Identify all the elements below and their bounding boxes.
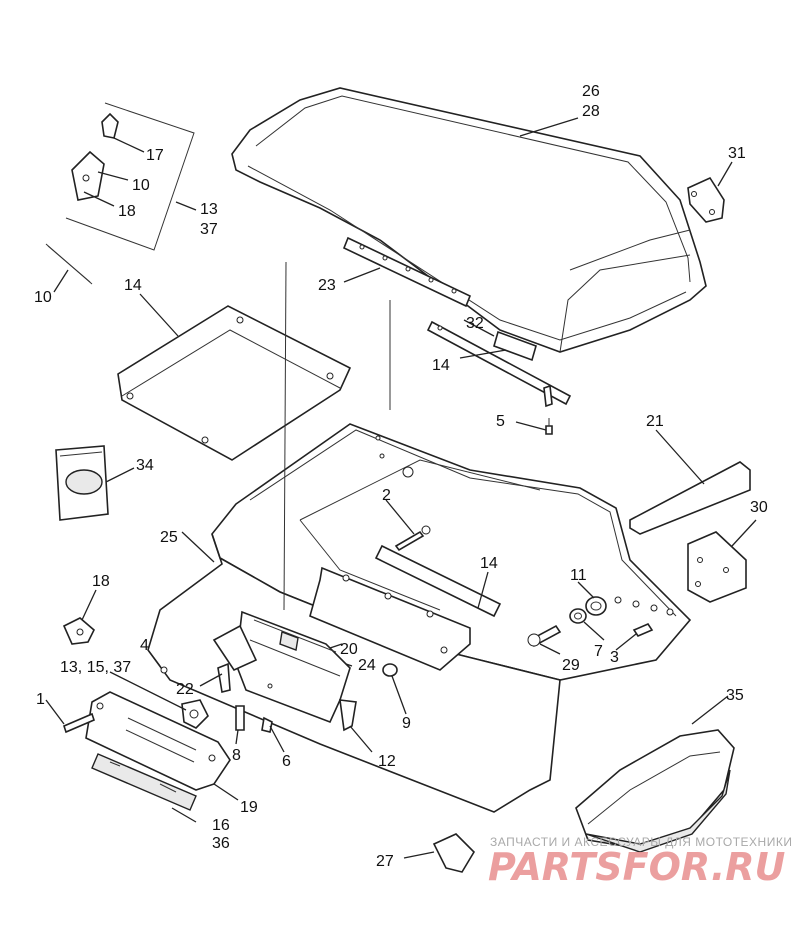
guide-line	[283, 261, 287, 611]
callout-14-plate: 14	[480, 555, 498, 572]
callout-32: 32	[466, 315, 484, 332]
screw-2	[394, 525, 431, 552]
fastener-29	[527, 624, 562, 648]
callout-24: 24	[358, 657, 376, 674]
callout-17: 17	[146, 147, 164, 164]
latch-assembly	[212, 610, 357, 732]
callout-6: 6	[282, 753, 291, 770]
decal-16	[91, 753, 197, 811]
callout-19: 19	[240, 799, 258, 816]
callout-30: 30	[750, 499, 768, 516]
callout-26: 26	[582, 83, 600, 100]
callout-labels: 26 28 31 17 10 18 13 37 10 14 23 32 14 5…	[34, 83, 768, 870]
callout-18-lock: 18	[118, 203, 136, 220]
liner-panel	[117, 305, 352, 461]
clip-27	[432, 833, 476, 873]
watermark-logo: PARTSFOR.RU	[488, 845, 786, 889]
callout-13-lock: 13	[200, 201, 218, 218]
emblem-box-34	[55, 445, 109, 521]
callout-25: 25	[160, 529, 178, 546]
callout-22: 22	[176, 681, 194, 698]
washer-7	[569, 608, 587, 624]
callout-2: 2	[382, 487, 391, 504]
callout-31: 31	[728, 145, 746, 162]
pad-35	[575, 729, 735, 853]
callout-1: 1	[36, 691, 45, 708]
hinge-30	[687, 531, 747, 603]
screw-3	[632, 623, 654, 637]
callout-36: 36	[212, 835, 230, 852]
key-part-18	[62, 617, 95, 645]
callout-27: 27	[376, 853, 394, 870]
tour-pak-lid	[231, 87, 707, 353]
callout-18-key: 18	[92, 573, 110, 590]
grommet-11	[585, 596, 607, 616]
callout-23: 23	[318, 277, 336, 294]
callout-7: 7	[594, 643, 603, 660]
watermark: ЗАПЧАСТИ И АКСЕССУАРЫ ДЛЯ МОТОТЕХНИКИ PA…	[488, 835, 792, 889]
callout-20: 20	[340, 641, 358, 658]
callout-35: 35	[726, 687, 744, 704]
callout-10-lock: 10	[132, 177, 150, 194]
callout-16: 16	[212, 817, 230, 834]
callout-37-lock: 37	[200, 221, 218, 238]
callout-11: 11	[570, 567, 587, 584]
callout-34: 34	[136, 457, 154, 474]
trim-strip	[629, 461, 751, 535]
callout-8: 8	[232, 747, 241, 764]
lock-cylinder-group	[45, 102, 195, 285]
callout-3: 3	[610, 649, 619, 666]
hinge-bar	[426, 320, 572, 408]
callout-14-liner: 14	[124, 277, 142, 294]
callout-5: 5	[496, 413, 505, 430]
callout-4: 4	[140, 637, 149, 654]
screw-5	[545, 418, 553, 435]
watermark-tagline: ЗАПЧАСТИ И АКСЕССУАРЫ ДЛЯ МОТОТЕХНИКИ	[490, 835, 792, 849]
nut-9	[382, 663, 398, 677]
latch-lock	[181, 699, 209, 729]
hinge-strip	[342, 236, 472, 308]
callout-21: 21	[646, 413, 664, 430]
bracket-31	[687, 176, 725, 223]
callout-10-tie: 10	[34, 289, 52, 306]
callout-9: 9	[402, 715, 411, 732]
leader-lines	[45, 117, 757, 859]
callout-13-15-37: 13, 15, 37	[60, 659, 131, 676]
callout-14-bar: 14	[432, 357, 450, 374]
small-hardware	[160, 666, 273, 733]
callout-29: 29	[562, 657, 580, 674]
callout-28: 28	[582, 103, 600, 120]
mount-plate	[309, 544, 502, 671]
handle-19	[63, 691, 231, 791]
callout-12: 12	[378, 753, 396, 770]
